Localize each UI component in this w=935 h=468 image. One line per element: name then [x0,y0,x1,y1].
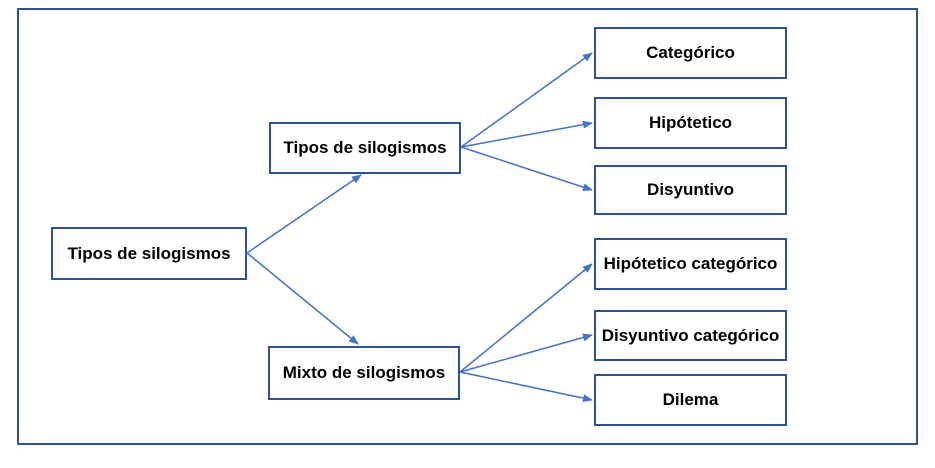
node-leaf-categorico: Categórico [594,27,787,79]
node-branch-mixto-label: Mixto de silogismos [282,363,446,382]
node-branch-mixto-de-silogismos: Mixto de silogismos [268,346,460,400]
node-root-tipos-de-silogismos: Tipos de silogismos [51,227,247,280]
diagram-outer-frame [17,8,918,445]
node-branch-tipos-label: Tipos de silogismos [283,138,447,157]
node-leaf-hipotetico-categorico-label: Hipótetico categórico [603,254,778,273]
node-leaf-hipotetico-label: Hipótetico [648,113,733,132]
node-leaf-disyuntivo-categorico: Disyuntivo categórico [594,310,787,361]
node-leaf-disyuntivo-label: Disyuntivo [647,180,734,199]
node-leaf-hipotetico: Hipótetico [594,97,787,149]
node-branch-tipos-de-silogismos: Tipos de silogismos [269,122,461,174]
node-leaf-dilema-label: Dilema [662,390,719,409]
node-leaf-categorico-label: Categórico [646,43,735,62]
node-root-label: Tipos de silogismos [67,243,231,263]
node-leaf-hipotetico-categorico: Hipótetico categórico [594,238,787,290]
node-leaf-dilema: Dilema [594,374,787,426]
node-leaf-disyuntivo: Disyuntivo [594,165,787,215]
node-leaf-disyuntivo-categorico-label: Disyuntivo categórico [601,325,780,345]
